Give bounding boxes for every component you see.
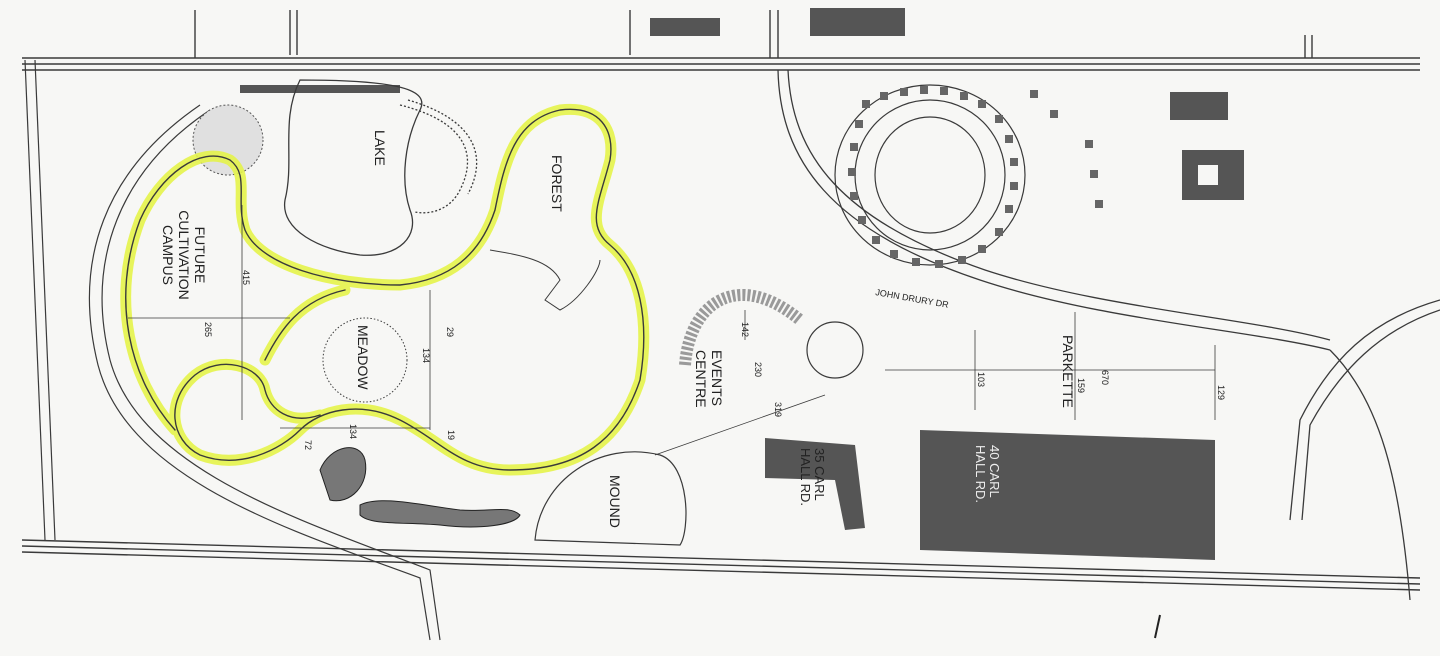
trail-line	[125, 108, 645, 471]
south-road	[21, 539, 1421, 591]
lake	[284, 79, 478, 256]
north-road	[22, 10, 1420, 71]
building-ne-1	[1170, 92, 1228, 120]
events-roundabout	[806, 321, 864, 379]
residential-lots	[848, 86, 1103, 268]
future-campus-label: FUTURE CULTIVATION CAMPUS	[160, 210, 208, 299]
dim-134a: 134	[421, 348, 431, 363]
meadow-circle	[322, 317, 408, 403]
dim-415: 415	[241, 270, 251, 285]
meadow-label: MEADOW	[355, 325, 371, 390]
road-drury-label: JOHN DRURY DR	[875, 287, 950, 310]
events-label-line-2: CENTRE	[693, 350, 709, 408]
campus-label-line-3: CAMPUS	[160, 225, 176, 285]
mound-label: MOUND	[607, 475, 623, 528]
dim-103: 103	[976, 372, 986, 387]
bldg-35-label: 35 CARL HALL RD.	[798, 448, 827, 506]
events-centre-arc	[679, 289, 804, 366]
bldg-35-line-1: 35 CARL	[812, 448, 827, 501]
bldg-40-line-2: HALL RD.	[973, 445, 988, 503]
campus-label-line-1: FUTURE	[192, 227, 208, 284]
dimension-lines	[128, 205, 1216, 456]
buildings	[240, 8, 1244, 560]
building-40-carl-hall	[920, 430, 1215, 560]
north-parking-strip	[240, 85, 400, 93]
dim-19: 19	[446, 430, 456, 440]
bldg-35-line-2: HALL RD.	[798, 448, 813, 506]
bldg-40-line-1: 40 CARL	[987, 445, 1002, 498]
dim-29: 29	[445, 327, 455, 337]
curved-access-road	[777, 69, 1331, 351]
building-ne-2	[1182, 150, 1244, 200]
dim-134b: 134	[348, 424, 358, 439]
forest-internal-path	[489, 249, 601, 311]
dim-129: 129	[1216, 385, 1226, 400]
dim-142: 142	[740, 322, 750, 337]
pen-mark	[1154, 614, 1161, 639]
lake-label: LAKE	[372, 130, 388, 166]
events-centre-label: EVENTS CENTRE	[693, 350, 725, 408]
residential-ring	[834, 84, 1026, 266]
dim-265: 265	[203, 322, 213, 337]
bldg-40-label: 40 CARL HALL RD.	[973, 445, 1002, 503]
east-road	[1289, 299, 1440, 601]
ponds	[319, 447, 521, 528]
mound-outline	[534, 451, 687, 546]
dim-230: 230	[753, 362, 763, 377]
dim-159: 159	[1076, 378, 1086, 393]
dim-319: 319	[773, 402, 783, 417]
dim-72: 72	[303, 440, 313, 450]
forest-label: FOREST	[549, 155, 565, 212]
building-north-2	[810, 8, 905, 36]
campus-label-line-2: CULTIVATION	[176, 210, 192, 299]
building-35-carl-hall	[765, 438, 865, 530]
dim-670: 670	[1100, 370, 1110, 385]
building-north-1	[650, 18, 720, 36]
parkette-label: PARKETTE	[1060, 335, 1076, 408]
events-label-line-1: EVENTS	[709, 350, 725, 406]
west-edge	[24, 59, 441, 641]
